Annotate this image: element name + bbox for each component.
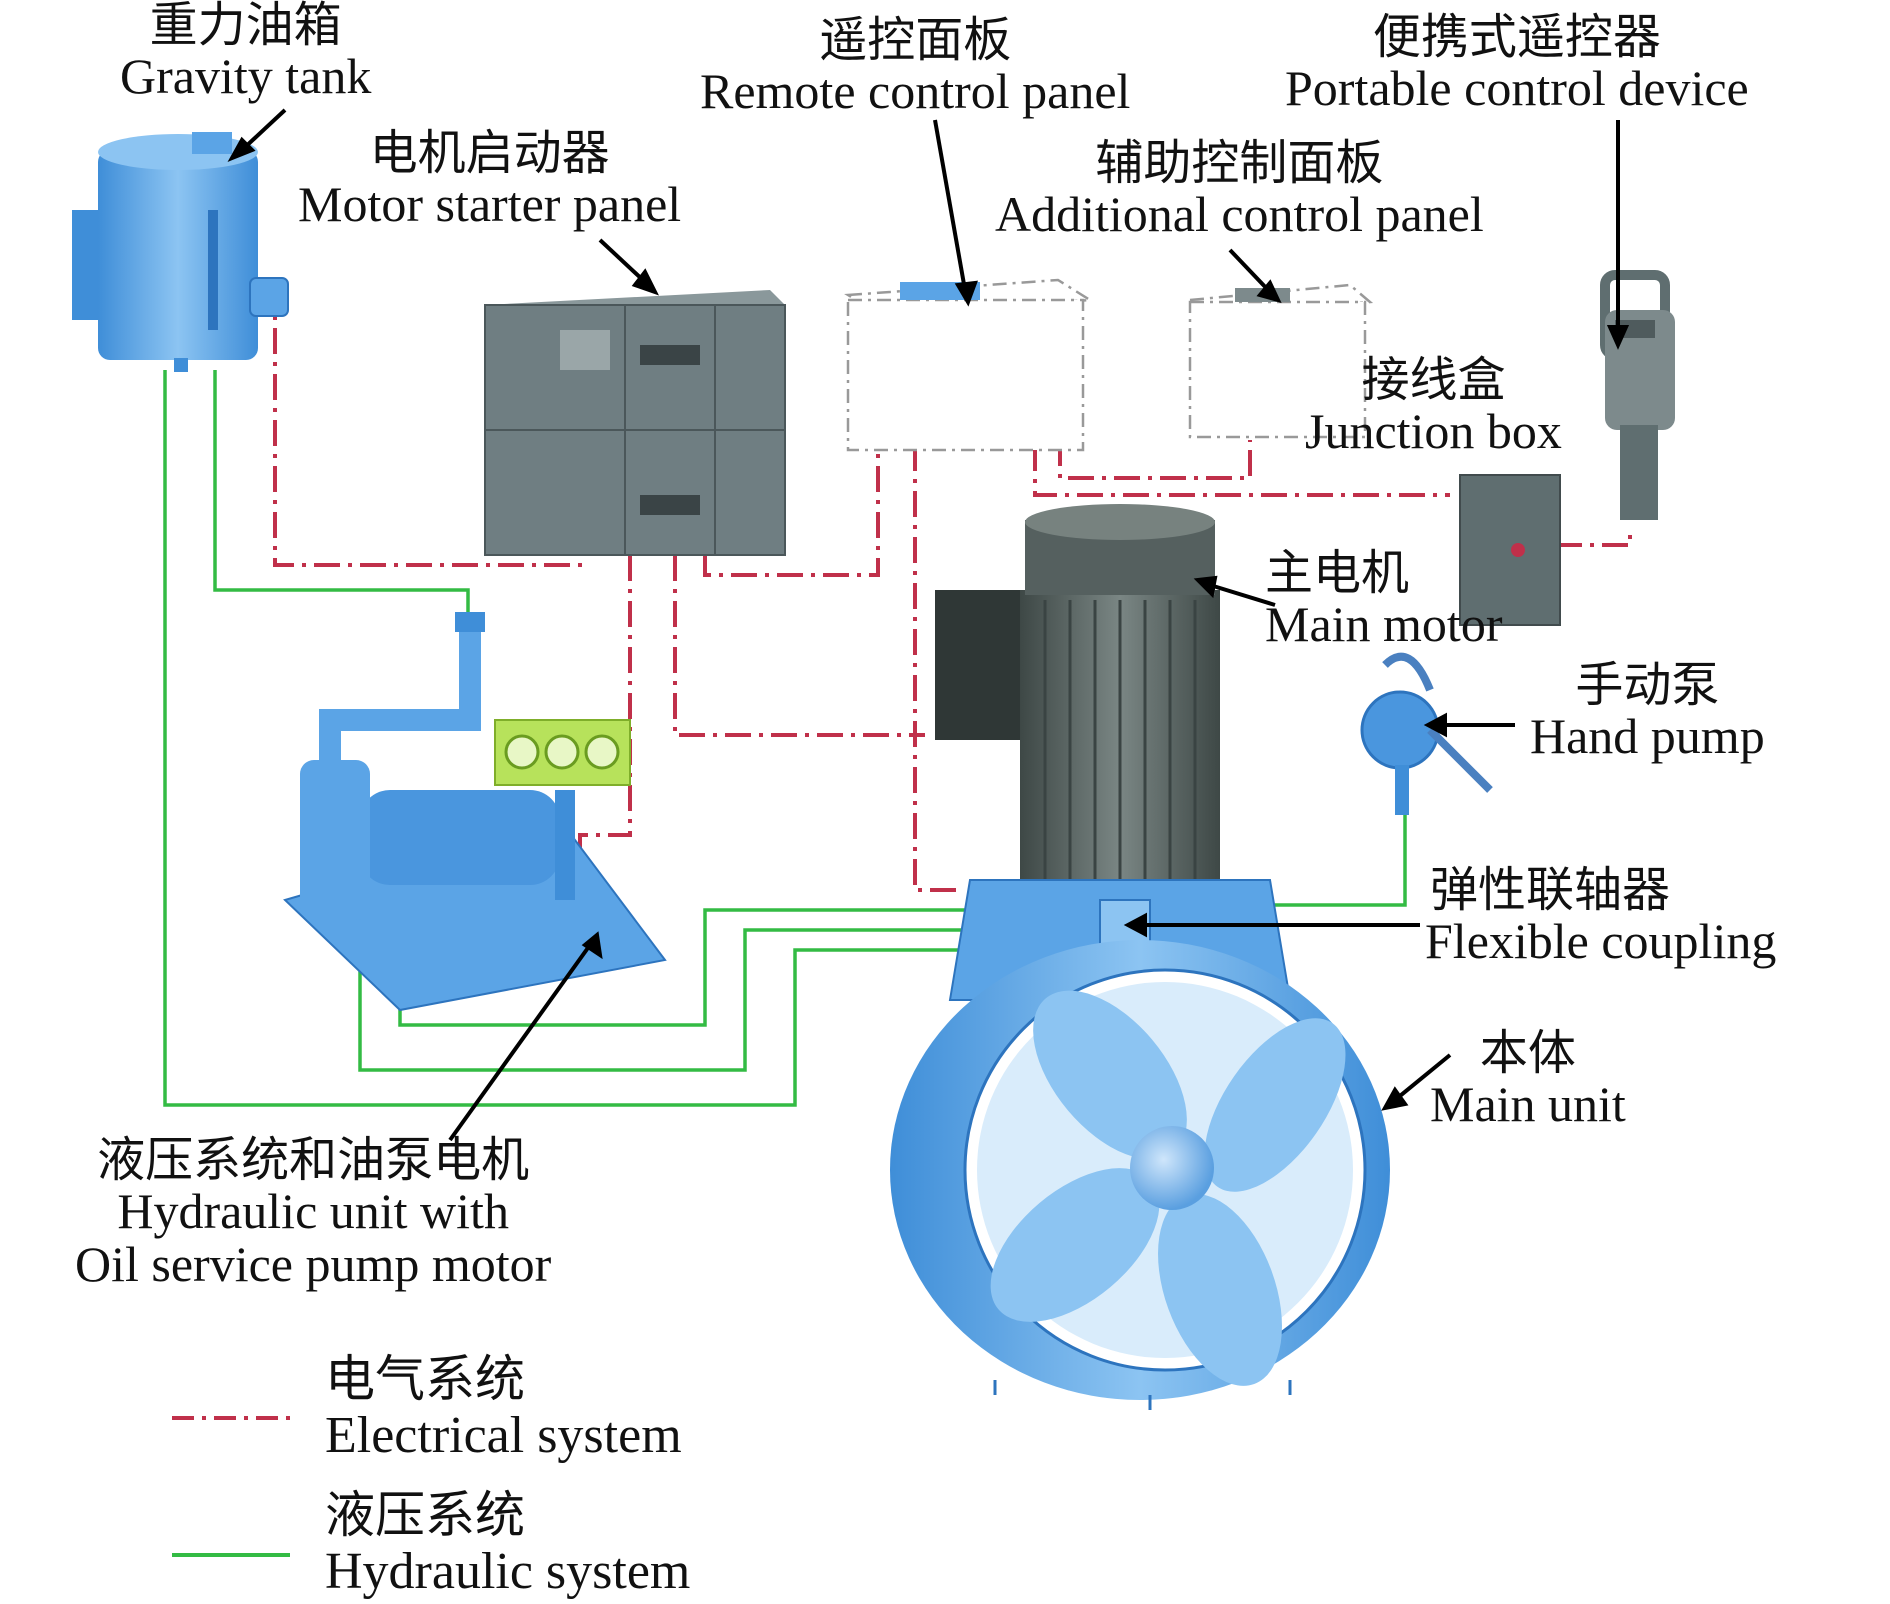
- legend-hydraulic: 液压系统 Hydraulic system: [325, 1486, 691, 1601]
- leader-arrows: [227, 108, 1630, 1142]
- gravity-tank-label: 重力油箱 Gravity tank: [120, 0, 371, 103]
- additional-control-panel-label-zh: 辅助控制面板: [1095, 135, 1384, 191]
- main-motor-label-zh: 主电机: [1265, 545, 1410, 601]
- motor-starter-panel-label-zh: 电机启动器: [369, 125, 610, 181]
- remote-control-panel-box: [844, 278, 1094, 452]
- legend-electrical-en: Electrical system: [325, 1407, 682, 1464]
- additional-control-panel-label-en: Additional control panel: [995, 186, 1484, 243]
- hydraulic-unit-label-en2: Oil service pump motor: [75, 1235, 552, 1292]
- main-unit-label: 本体 Main unit: [1430, 1028, 1626, 1131]
- flexible-coupling-label: 弹性联轴器 Flexible coupling: [1425, 865, 1776, 968]
- additional-control-panel-box: [1186, 283, 1374, 439]
- junction-box: [1459, 474, 1561, 626]
- main-unit-label-en: Main unit: [1430, 1076, 1626, 1133]
- motor-starter-panel-label: 电机启动器 Motor starter panel: [298, 128, 681, 231]
- hydraulic-unit-label: 液压系统和油泵电机 Hydraulic unit with Oil servic…: [75, 1135, 551, 1290]
- flexible-coupling-label-en: Flexible coupling: [1425, 913, 1777, 970]
- main-motor-label-en: Main motor: [1265, 596, 1503, 653]
- additional-control-panel-label: 辅助控制面板 Additional control panel: [995, 138, 1484, 241]
- remote-control-panel-label: 遥控面板 Remote control panel: [700, 15, 1130, 118]
- junction-box-label: 接线盒 Junction box: [1305, 355, 1562, 458]
- junction-box-label-zh: 接线盒: [1361, 352, 1506, 408]
- motor-starter-panel-label-en: Motor starter panel: [298, 176, 682, 233]
- portable-control-device-label-en: Portable control device: [1285, 60, 1749, 117]
- portable-control-device-label-zh: 便携式遥控器: [1372, 9, 1661, 65]
- main-unit: [890, 879, 1390, 1410]
- legend-electrical: 电气系统 Electrical system: [325, 1350, 682, 1465]
- legend-samples: [172, 1416, 290, 1557]
- remote-control-panel-label-zh: 遥控面板: [819, 12, 1012, 68]
- main-motor: [935, 504, 1220, 890]
- main-motor-label: 主电机 Main motor: [1265, 548, 1502, 651]
- junction-box-label-en: Junction box: [1305, 403, 1562, 460]
- portable-control-device-label: 便携式遥控器 Portable control device: [1285, 12, 1749, 115]
- gravity-tank: [72, 132, 289, 372]
- hydraulic-unit-label-zh: 液压系统和油泵电机: [97, 1132, 530, 1188]
- hydraulic-unit-label-en1: Hydraulic unit with: [117, 1183, 509, 1240]
- remote-control-panel-label-en: Remote control panel: [700, 63, 1131, 120]
- flexible-coupling-label-zh: 弹性联轴器: [1430, 862, 1671, 918]
- hand-pump: [1360, 652, 1493, 815]
- gravity-tank-label-en: Gravity tank: [120, 48, 372, 105]
- main-unit-label-zh: 本体: [1479, 1025, 1576, 1081]
- hand-pump-label-zh: 手动泵: [1575, 657, 1720, 713]
- legend-hydraulic-en: Hydraulic system: [325, 1543, 691, 1600]
- hand-pump-label-en: Hand pump: [1530, 708, 1765, 765]
- hydraulic-unit: [283, 612, 667, 1012]
- portable-control-device: [1600, 270, 1675, 520]
- electrical-wiring: [262, 293, 1632, 892]
- legend-hydraulic-zh: 液压系统: [325, 1486, 525, 1544]
- legend-electrical-zh: 电气系统: [325, 1350, 525, 1408]
- motor-starter-cabinet: [484, 290, 786, 556]
- hand-pump-label: 手动泵 Hand pump: [1530, 660, 1765, 763]
- gravity-tank-label-zh: 重力油箱: [149, 0, 342, 53]
